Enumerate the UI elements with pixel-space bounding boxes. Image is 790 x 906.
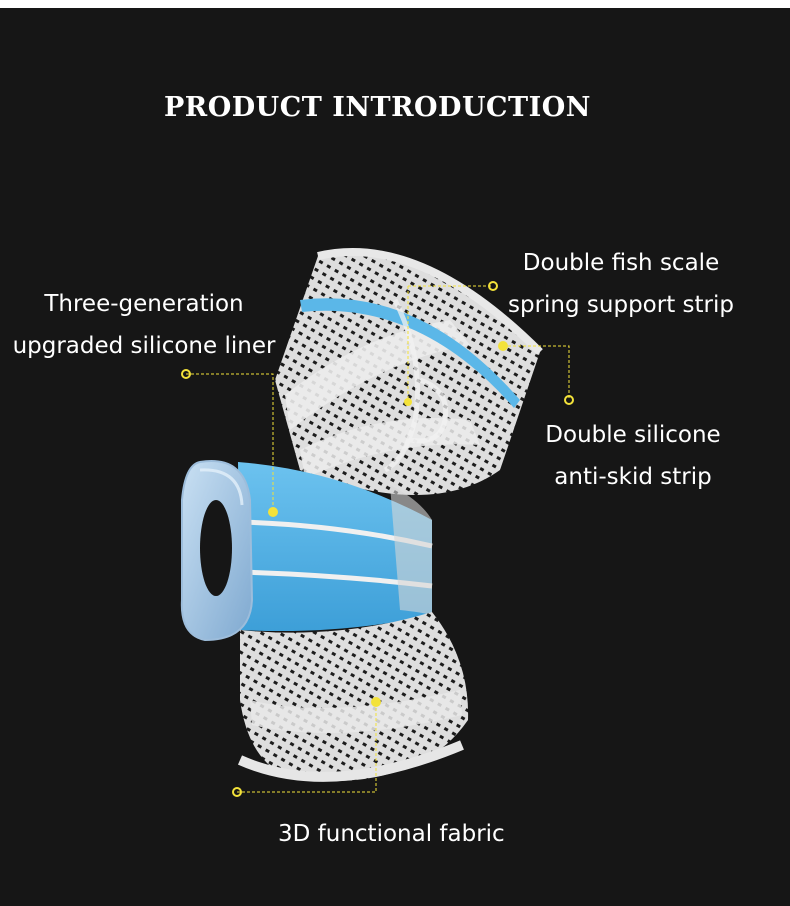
- blue-panel: [238, 462, 432, 631]
- lower-sleeve: [240, 612, 469, 782]
- callout-text: Three-generation: [44, 291, 244, 317]
- callout-fish-scale-strip: Double fish scale spring support strip: [503, 242, 739, 326]
- callout-dots: [181, 281, 574, 797]
- sleeve-bottom-rim: [237, 740, 464, 782]
- page-title: PRODUCT INTRODUCTION: [164, 92, 591, 123]
- callout-anti-skid-strip: Double silicone anti-skid strip: [540, 414, 726, 498]
- callout-text: upgraded silicone liner: [12, 333, 276, 359]
- lower-white-band: [250, 690, 462, 733]
- callout-functional-fabric: 3D functional fabric: [278, 821, 505, 847]
- top-border: [0, 0, 790, 8]
- callout-lines: [186, 285, 570, 793]
- upper-white-band-2: [300, 418, 480, 478]
- callout-text: Double fish scale: [522, 250, 720, 276]
- callout-text: Double silicone: [545, 422, 721, 448]
- upper-white-band: [285, 320, 470, 430]
- callout-text: spring support strip: [508, 292, 734, 318]
- blue-panel-side: [390, 485, 432, 615]
- callout-silicone-liner: Three-generation upgraded silicone liner: [10, 283, 278, 367]
- silicone-liner-ring: [180, 460, 254, 642]
- spring-strip: [383, 298, 449, 473]
- callout-text: anti-skid strip: [554, 464, 712, 490]
- upper-blue-stripe: [300, 298, 520, 408]
- sleeve-top-rim: [317, 248, 543, 355]
